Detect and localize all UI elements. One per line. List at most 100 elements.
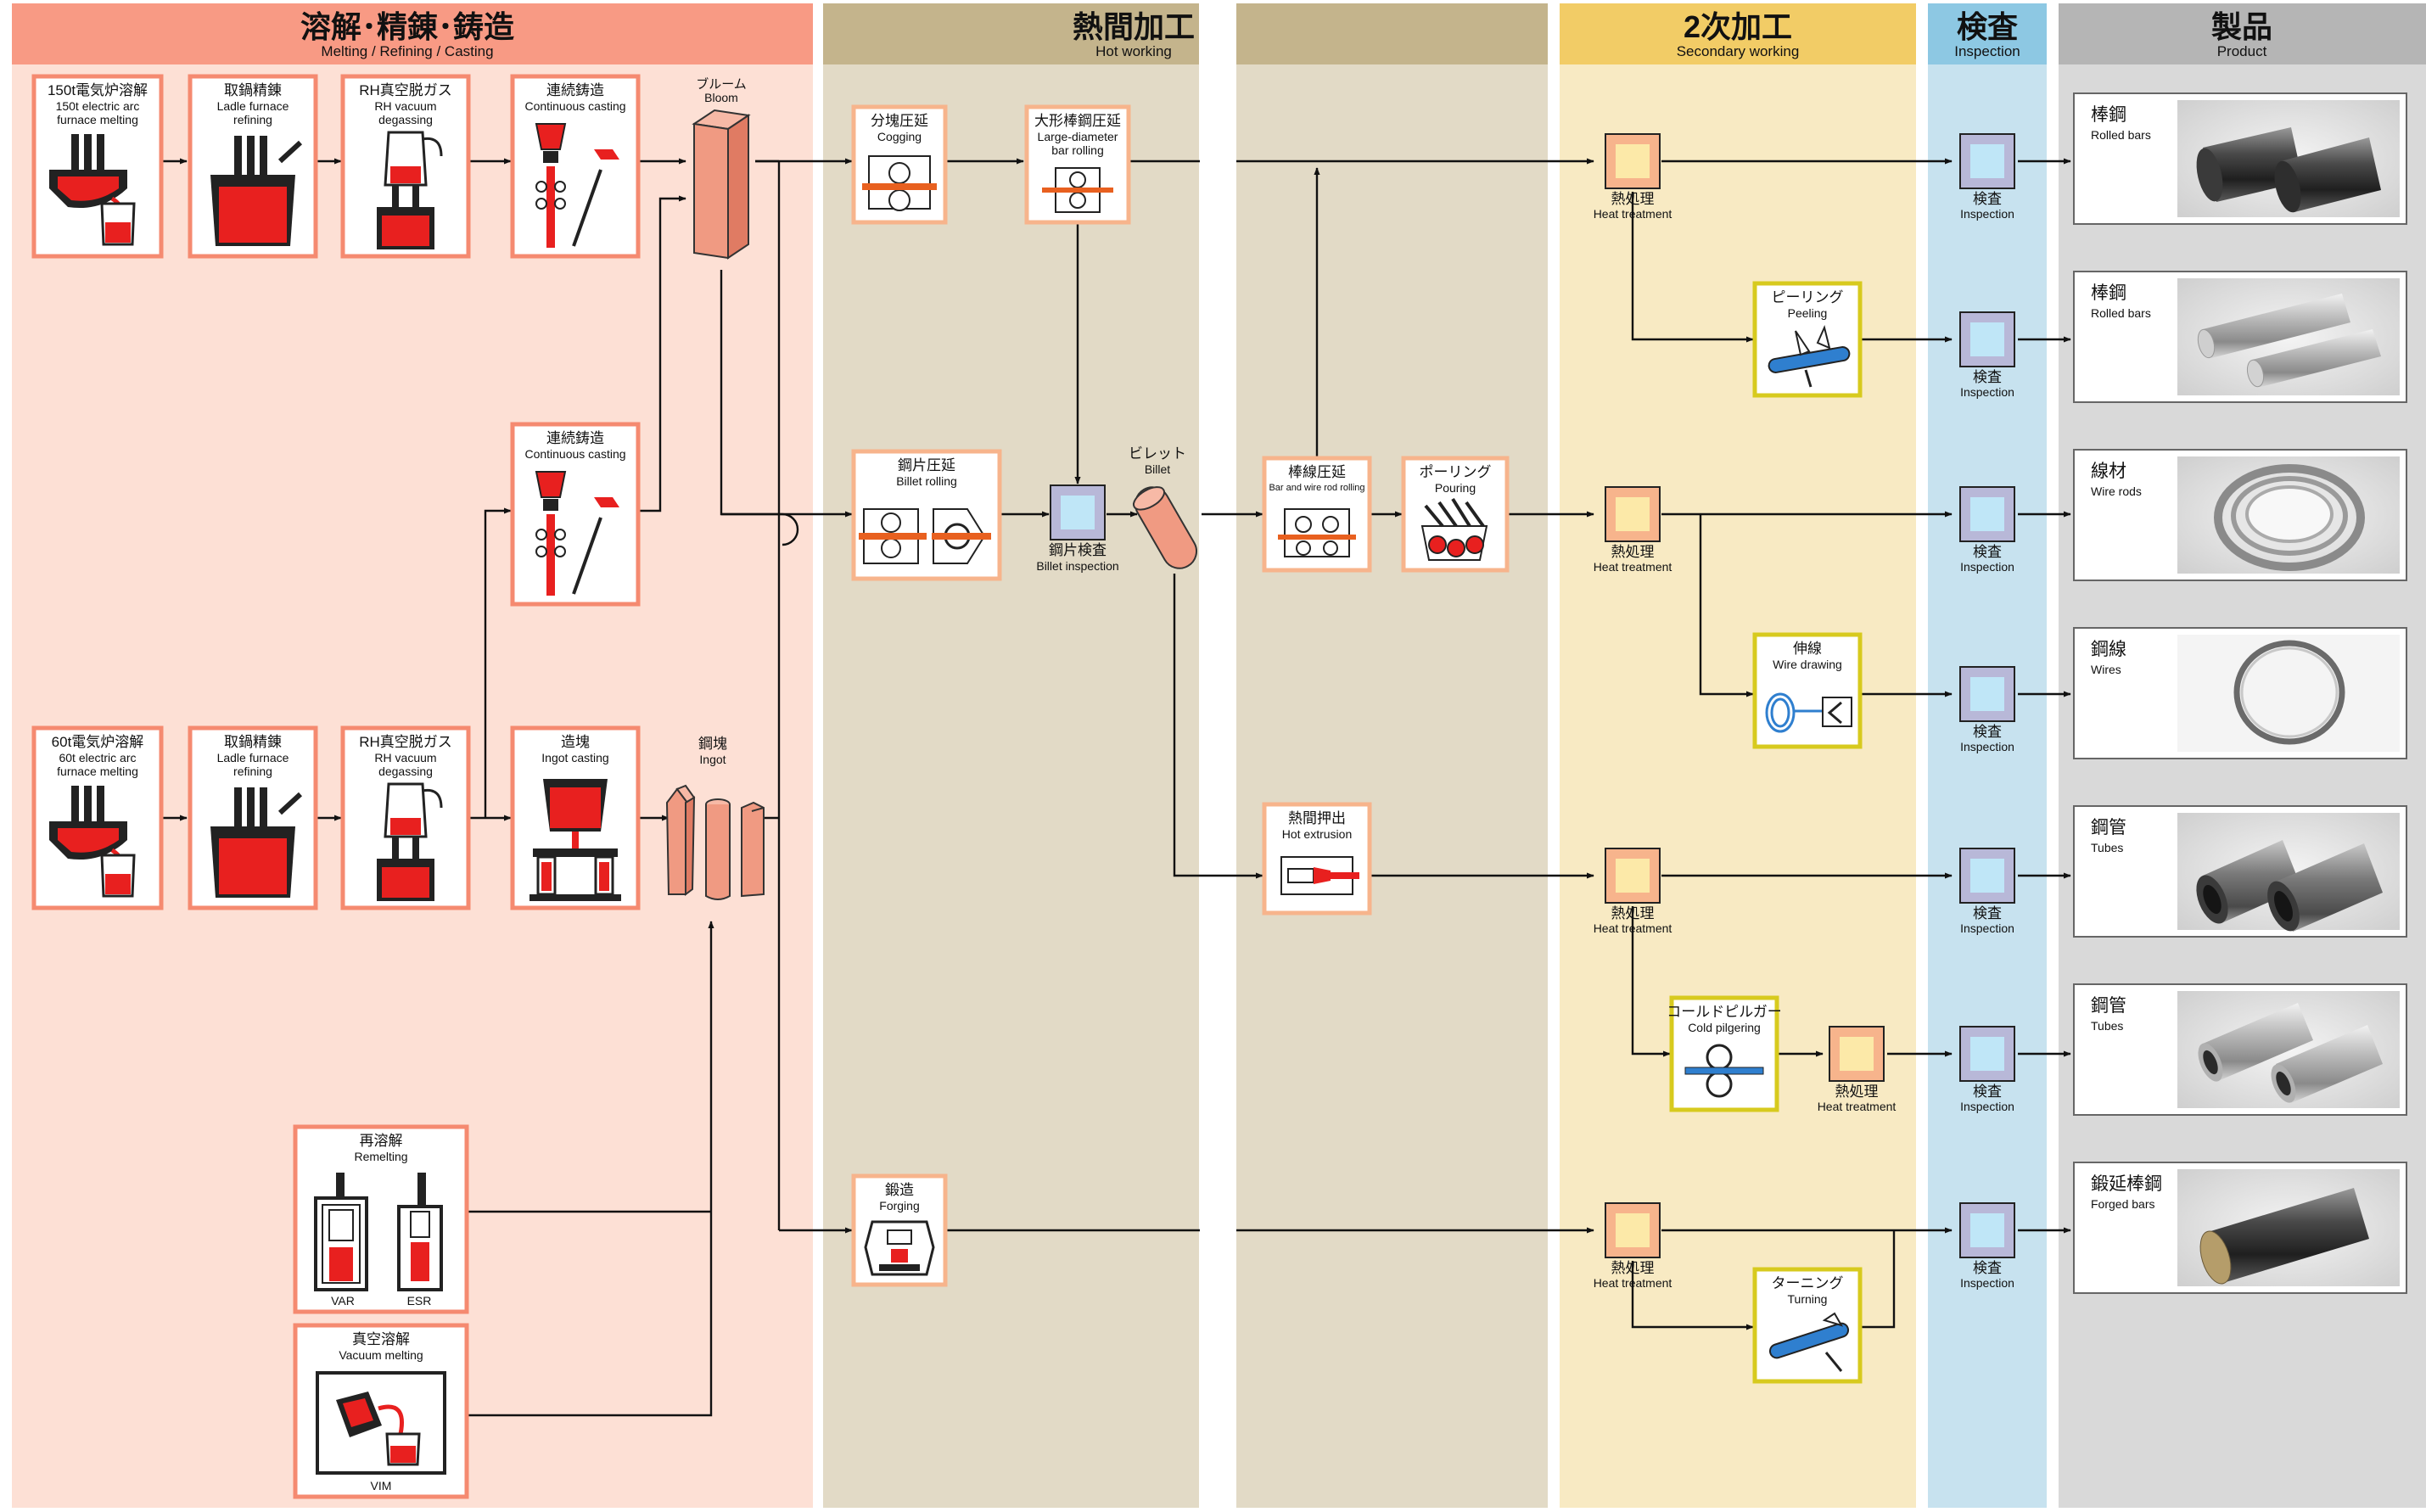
billet-shape [1132, 486, 1197, 569]
box-turning: ターニング Turning [1752, 1267, 1863, 1384]
box-ladle1-en1: Ladle furnace [217, 99, 289, 113]
product-photo [2177, 635, 2400, 752]
bloom-ja: ブルーム [696, 76, 747, 92]
tubes-light-photo [2198, 1003, 2383, 1103]
product-title: 製品 [2211, 9, 2272, 44]
eaf-furnace-icon-2 [49, 786, 136, 898]
vim-label: VIM [371, 1479, 392, 1492]
secondary-header [1560, 3, 1916, 64]
bloom-shape [692, 109, 751, 260]
heat-treatment-4-ja: 熱処理 [1611, 1260, 1655, 1276]
box-billet-inspection-en1: Billet inspection [1036, 559, 1118, 573]
wire-coil-photo [2233, 640, 2345, 745]
turning-tool-icon [1768, 1312, 1850, 1372]
box-wire-drawing-ja: 伸線 [1793, 641, 1822, 657]
box-ladle2-ja: 取鍋精錬 [224, 734, 282, 750]
heat-treatment-5-ja: 熱処理 [1835, 1084, 1879, 1100]
arrow-heat4-to-turning [1631, 1261, 1754, 1330]
box-ingot-casting: 造塊 Ingot casting [510, 725, 641, 910]
box-bar-wire-rolling-ja: 棒線圧延 [1288, 464, 1346, 480]
box-vim-en1: Vacuum melting [339, 1348, 423, 1362]
inspection-5-ja: 検査 [1973, 905, 2002, 921]
hot-header-right [1236, 3, 1548, 64]
materials: ブルーム Bloom 鋼塊 Ingot ビレット Billet [665, 76, 1197, 900]
inspection-7-en: Inspection [1960, 1276, 2014, 1290]
box-billet-inspection-ja: 鋼片検査 [1049, 542, 1107, 558]
box-turning-ja: ターニング [1772, 1275, 1844, 1291]
rolled-bars-light-photo [2197, 294, 2381, 388]
rolling-mill-icon [862, 155, 937, 211]
inspection-7-ja: 検査 [1973, 1260, 2002, 1276]
heat-treatment-3-en: Heat treatment [1594, 921, 1672, 935]
inspection-1-ja: 検査 [1973, 191, 2002, 207]
box-cc1-frame [510, 74, 641, 259]
esr-label: ESR [407, 1294, 432, 1308]
box-hot-extrusion-ja: 熱間押出 [1288, 810, 1346, 826]
box-billet-rolling-ja: 鋼片圧延 [898, 457, 955, 473]
box-cogging-en1: Cogging [877, 130, 922, 143]
box-rh2-en2: degassing [378, 764, 433, 778]
hot-subtitle: Hot working [1095, 43, 1172, 59]
wire-rod-mill-icon [1278, 508, 1356, 557]
box-rh1-ja: RH真空脱ガス [359, 82, 452, 98]
box-bar-wire-rolling-en1: Bar and wire rod rolling [1269, 483, 1364, 493]
box-eaf150-ja: 150t電気炉溶解 [48, 82, 148, 98]
wire-coil-icon [1765, 692, 1852, 733]
box-remelting: 再溶解 Remelting VAR ESR [293, 1124, 469, 1314]
inspection-subtitle: Inspection [1954, 43, 2020, 59]
inspection-3-ja: 検査 [1973, 544, 2002, 560]
product-subtitle: Product [2217, 43, 2267, 59]
pouring-reel-icon [1420, 497, 1488, 561]
box-billet-rolling-frame [851, 449, 1002, 581]
box-cc1-ja: 連続鋳造 [546, 82, 604, 98]
heat-treatment-5-en: Heat treatment [1818, 1100, 1897, 1113]
arrow-vim-to-ingot [468, 921, 714, 1417]
product-header [2059, 3, 2426, 64]
box-large-bar: 大形棒鋼圧延 Large-diameter bar rolling [1024, 104, 1131, 225]
box-eaf60-en2: furnace melting [57, 764, 138, 778]
heat-treatment-2-ja: 熱処理 [1611, 544, 1655, 560]
box-eaf150: 150t電気炉溶解 150t electric arc furnace melt… [31, 74, 164, 259]
product-en: Wires [2091, 663, 2121, 676]
secondary-subtitle: Secondary working [1677, 43, 1800, 59]
bar-mill-icon [1042, 167, 1113, 213]
box-cc2-ja: 連続鋳造 [546, 430, 604, 446]
box-large-bar-en1: Large-diameter [1038, 130, 1118, 143]
arrow-heat1-to-peeling [1631, 192, 1754, 343]
box-turning-en1: Turning [1788, 1292, 1828, 1306]
box-wire-drawing: 伸線 Wire drawing [1752, 632, 1863, 749]
box-forging-en1: Forging [879, 1199, 919, 1212]
box-cogging-ja: 分塊圧延 [871, 113, 928, 129]
rh-degasser-icon-2 [377, 782, 443, 901]
box-ladle1-ja: 取鍋精錬 [224, 82, 282, 98]
box-eaf150-en2: furnace melting [57, 113, 138, 126]
product-ja: 鍛延棒鋼 [2091, 1174, 2162, 1194]
connectors [163, 158, 2071, 1417]
inspection-1-en: Inspection [1960, 207, 2014, 221]
peeling-tool-icon [1768, 324, 1851, 388]
ingot-en: Ingot [699, 753, 726, 766]
ladle-icon-2 [210, 787, 303, 898]
box-billet-rolling: 鋼片圧延 Billet rolling [851, 449, 1002, 581]
rh-degasser-icon [377, 131, 443, 249]
inspection-2-ja: 検査 [1973, 369, 2002, 385]
inspection-2-en: Inspection [1960, 385, 2014, 399]
melting-boxes: 150t電気炉溶解 150t electric arc furnace melt… [31, 74, 641, 1499]
extrusion-press-icon [1280, 856, 1359, 895]
box-pouring-en1: Pouring [1435, 481, 1476, 495]
product-card: 線材 Wire rods [2073, 449, 2407, 581]
box-cc2-frame [510, 422, 641, 607]
box-remelting-ja: 再溶解 [360, 1133, 403, 1149]
secondary-title: 2次加工 [1684, 9, 1792, 44]
line-turning-up [1862, 1230, 1896, 1329]
vacuum-melting-icon [316, 1371, 446, 1475]
product-card: 鋼線 Wires [2073, 627, 2407, 759]
ladle-icon [210, 136, 303, 246]
box-ladle2-en1: Ladle furnace [217, 751, 289, 764]
box-peeling: ピーリング Peeling [1752, 281, 1863, 398]
forged-bar-photo [2199, 1188, 2369, 1285]
box-peeling-ja: ピーリング [1772, 289, 1844, 305]
